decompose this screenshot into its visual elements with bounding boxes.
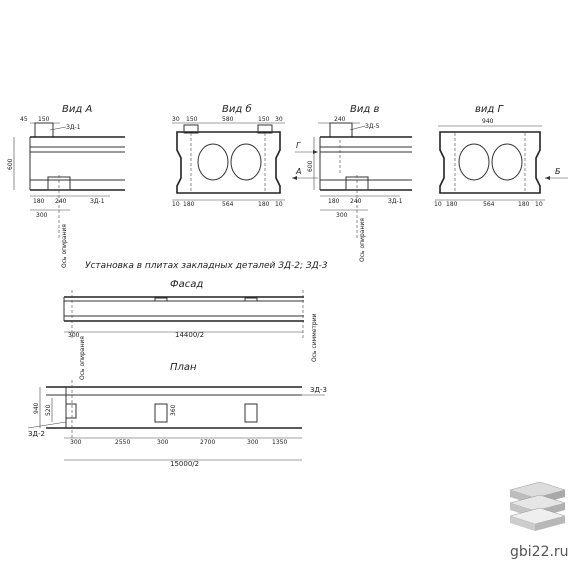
stacked-slabs-icon: [509, 481, 566, 531]
watermark-text: gbi22.ru: [510, 544, 569, 560]
view-b-dim: 30: [275, 116, 283, 123]
view-a-title: Вид А: [62, 104, 92, 115]
plan-dim-bottom: 300: [70, 439, 82, 446]
view-b-dim: 180: [258, 201, 270, 208]
view-v-dim: 240: [334, 116, 346, 123]
arrow-b-label: Б: [555, 167, 561, 176]
view-b-dim: 30: [172, 116, 180, 123]
plan-label-right: ЗД-3: [310, 386, 327, 394]
facade-dim-main: 14400/2: [175, 331, 204, 339]
view-a-dim: 45: [20, 116, 28, 123]
view-b-dim: 150: [186, 116, 198, 123]
view-g-dim: 940: [482, 118, 494, 125]
view-b-dim: 150: [258, 116, 270, 123]
plan-dim-bottom: 300: [247, 439, 259, 446]
view-v-dim: 600: [307, 160, 314, 172]
view-v-title: Вид в: [350, 104, 379, 115]
view-g-dim: 10: [434, 201, 442, 208]
view-b-dim: 10: [172, 201, 180, 208]
plan-view: План ЗД-3 ЗД-2 940 520 360 300 2550 300 …: [27, 362, 327, 468]
plan-title: План: [170, 362, 197, 373]
plan-dim-bottom: 300: [157, 439, 169, 446]
view-a-label: ЗД-1: [66, 124, 81, 131]
facade-view: Фасад 300 14400/2 Ось опирания Ось симме…: [63, 279, 318, 380]
view-b-dim: 580: [222, 116, 234, 123]
arrow-a-label: А: [295, 167, 301, 176]
plan-dim-bottom: 1350: [272, 439, 287, 446]
view-b-dim: 180: [183, 201, 195, 208]
view-b-dim: 564: [222, 201, 234, 208]
facade-dim-left: 300: [68, 332, 80, 339]
arrow-g-label: Г: [296, 141, 301, 150]
facade-title: Фасад: [170, 279, 203, 290]
view-b-dim: 10: [275, 201, 283, 208]
plan-label-left: ЗД-2: [28, 430, 45, 438]
section-title: Установка в плитах закладных деталей ЗД-…: [85, 261, 328, 271]
view-v-dim: 240: [350, 198, 362, 205]
view-g-dim: 180: [446, 201, 458, 208]
facade-axis-right: Ось симметрии: [311, 313, 318, 362]
view-g-dim: 10: [535, 201, 543, 208]
plan-dim-bottom: 2700: [200, 439, 215, 446]
plan-dim-vertical: 520: [45, 404, 52, 416]
view-v-axis-label: Ось опирания: [359, 218, 366, 262]
plan-dim-total: 15000/2: [170, 460, 199, 468]
view-v-label: ЗД-5: [365, 123, 380, 130]
view-v-dim: 180: [328, 198, 340, 205]
view-g-dim: 180: [518, 201, 530, 208]
view-g-title: вид Г: [475, 104, 504, 115]
view-g: вид Г 940 Б 10 180 564 180 10: [434, 104, 568, 208]
view-a-axis-label: Ось опирания: [61, 224, 68, 268]
view-a-dim: 180: [33, 198, 45, 205]
view-a-dim: 600: [7, 158, 14, 170]
view-v: Вид в 240 ЗД-5 Г А 600 180 240 ЗД-1 300 …: [292, 104, 412, 262]
facade-axis-left: Ось опирания: [79, 336, 86, 380]
view-b: Вид б 30 150 580 150 30 10 180 564 180 1…: [172, 103, 285, 208]
view-v-label: ЗД-1: [388, 198, 403, 205]
view-a-label: ЗД-1: [90, 198, 105, 205]
view-g-dim: 564: [483, 201, 495, 208]
view-a-dim: 240: [55, 198, 67, 205]
view-v-dim: 300: [336, 212, 348, 219]
view-b-title: Вид б: [222, 103, 252, 115]
view-a: Вид А 45 150 ЗД-1 600 180 240 ЗД-1 300 О…: [7, 104, 125, 268]
view-a-dim: 150: [38, 116, 50, 123]
plan-dim-inner: 360: [170, 404, 177, 416]
plan-dim-vertical: 940: [33, 402, 40, 414]
plan-dim-bottom: 2550: [115, 439, 130, 446]
view-a-dim: 300: [36, 212, 48, 219]
